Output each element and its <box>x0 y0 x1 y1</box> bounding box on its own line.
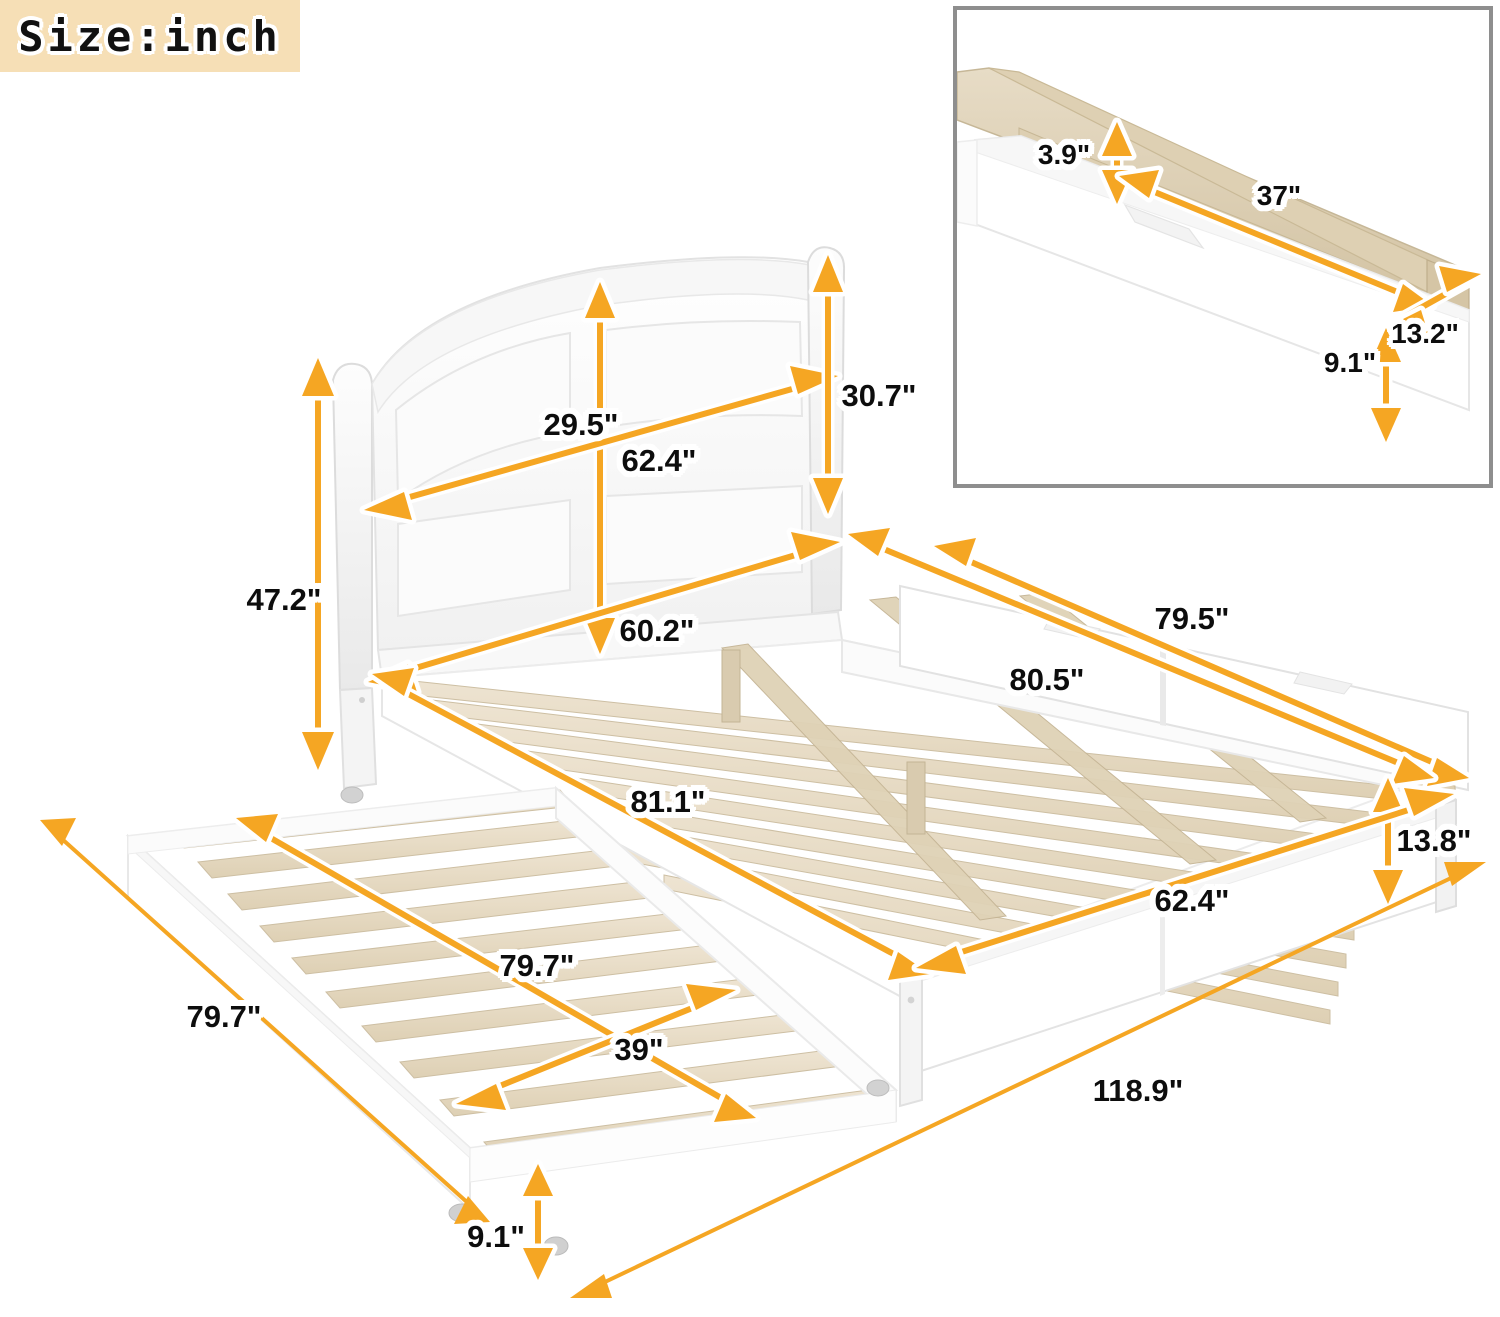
arrow-13-8 <box>1368 773 1408 909</box>
arrow-9-1-drawer <box>1366 323 1406 447</box>
arrow-30-7 <box>808 250 848 519</box>
size-unit-label: Size:inch <box>18 11 282 61</box>
arrow-118-9 <box>570 862 1486 1298</box>
dimension-arrows-main <box>40 250 1486 1298</box>
size-unit-banner: Size:inch <box>0 0 300 72</box>
arrow-80-5 <box>843 523 1439 789</box>
arrow-62-4-headboard <box>359 361 843 525</box>
arrow-81-1 <box>367 663 935 985</box>
arrow-79-7-left <box>40 818 490 1224</box>
drawer-detail-inset <box>953 6 1493 488</box>
main-bed-frame <box>376 584 1469 1108</box>
arrow-47-2 <box>297 353 339 775</box>
arrow-79-7-diagonal <box>231 809 761 1127</box>
arrow-13-2 <box>1380 261 1486 341</box>
dimension-arrows-inset <box>1097 117 1486 447</box>
drawer-illustration <box>957 67 1486 447</box>
trundle-bed <box>125 785 899 1256</box>
arrow-9-1-trundle <box>518 1159 558 1285</box>
arrow-62-4-footboard <box>911 783 1459 979</box>
arrow-39 <box>451 979 741 1115</box>
arrow-79-5 <box>929 533 1474 791</box>
arrow-29-5 <box>580 277 620 659</box>
